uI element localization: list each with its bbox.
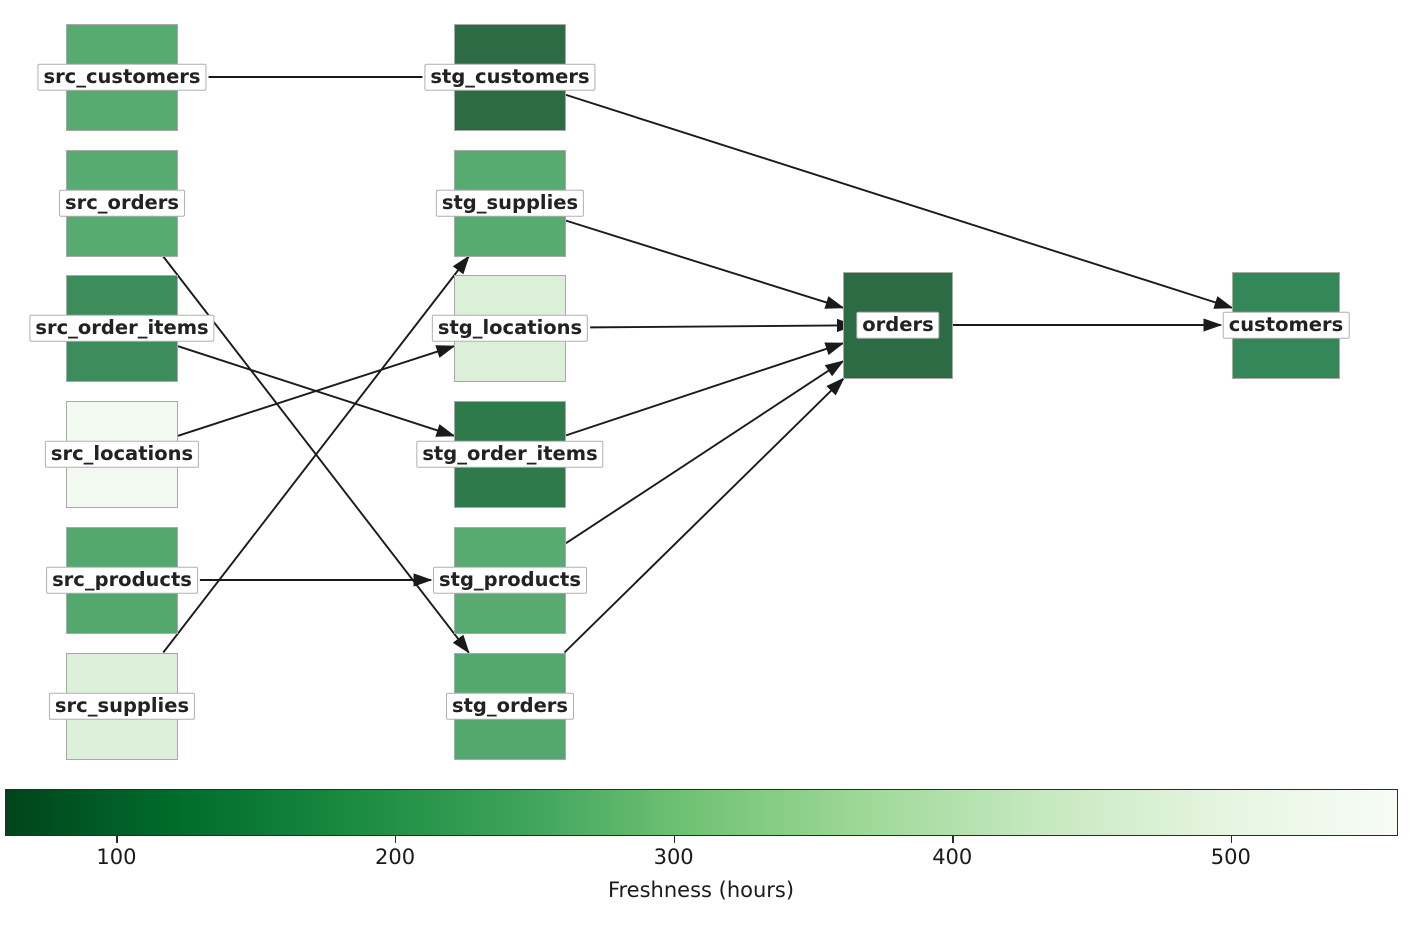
- colorbar-axis-label: Freshness (hours): [607, 878, 795, 902]
- colorbar-gradient: [5, 789, 1398, 836]
- colorbar-tick-label: 200: [374, 845, 416, 869]
- edge-lines: [162, 76, 1234, 654]
- colorbar-tick-label: 100: [96, 845, 137, 869]
- edge-stg_locations-to-orders: [590, 318, 856, 333]
- colorbar-tick-mark: [673, 836, 676, 843]
- colorbar-tick-mark: [952, 836, 954, 843]
- node-label-customers: customers: [1222, 311, 1350, 339]
- edge-src_order_items-to-stg_order_items: [177, 345, 456, 437]
- colorbar-tick-mark: [395, 836, 397, 843]
- node-label-stg_products: stg_products: [433, 566, 587, 594]
- node-label-stg_supplies: stg_supplies: [435, 189, 585, 217]
- edge-stg_order_items-to-orders: [565, 342, 845, 437]
- node-label-src_orders: src_orders: [59, 189, 185, 217]
- node-label-stg_orders: stg_orders: [445, 692, 575, 720]
- node-label-src_locations: src_locations: [44, 440, 200, 468]
- colorbar-tick-mark: [116, 836, 118, 843]
- node-label-src_order_items: src_order_items: [29, 314, 215, 342]
- node-label-stg_order_items: stg_order_items: [416, 440, 604, 468]
- node-label-src_customers: src_customers: [37, 63, 207, 91]
- node-label-stg_locations: stg_locations: [431, 314, 589, 342]
- edge-stg_supplies-to-orders: [565, 219, 845, 309]
- colorbar-tick-label: 300: [653, 845, 694, 869]
- node-label-src_products: src_products: [46, 566, 198, 594]
- colorbar-tick-label: 400: [932, 845, 973, 869]
- node-label-orders: orders: [856, 311, 940, 339]
- colorbar-tick-label: 500: [1210, 845, 1251, 869]
- colorbar-tick-mark: [1230, 836, 1233, 843]
- node-label-stg_customers: stg_customers: [424, 63, 596, 91]
- edge-stg_orders-to-orders: [563, 377, 845, 654]
- edge-src_locations-to-stg_locations: [177, 345, 456, 437]
- edge-stg_products-to-orders: [565, 360, 845, 544]
- colorbar[interactable]: 100 200 300 400 500 Freshness (hours): [5, 789, 1398, 902]
- node-label-src_supplies: src_supplies: [48, 692, 196, 720]
